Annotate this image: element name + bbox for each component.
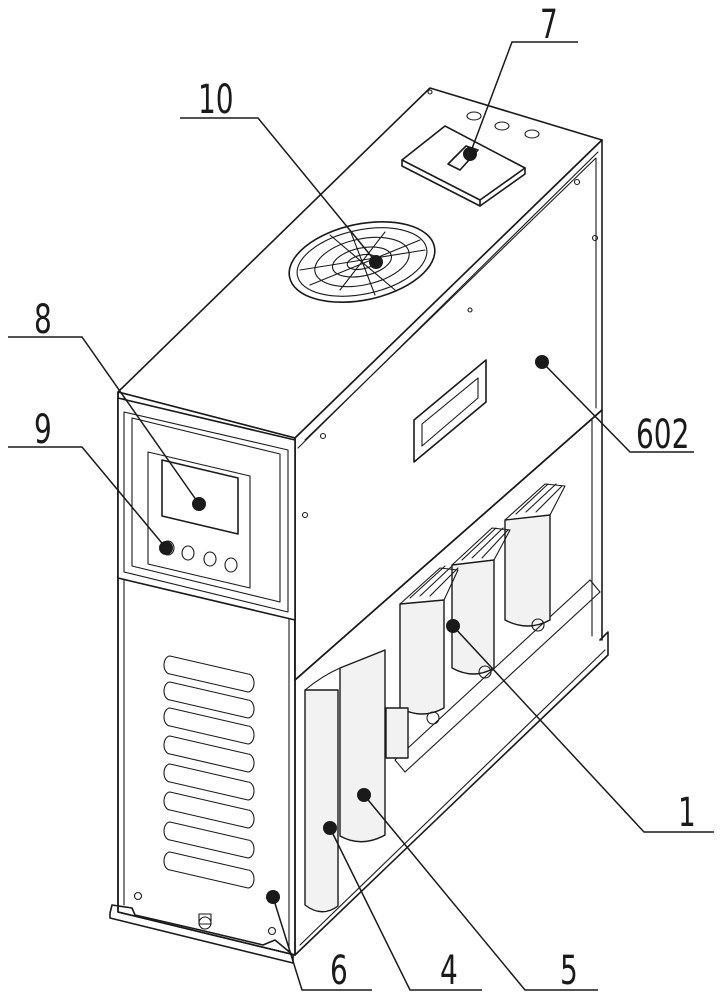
callout-8: 8	[8, 297, 200, 505]
callout-label-5: 5	[560, 948, 578, 994]
control-panel	[117, 397, 296, 621]
callout-label-1: 1	[678, 790, 696, 836]
callout-6: 6	[272, 896, 372, 994]
callout-label-8: 8	[34, 297, 52, 343]
callout-label-7: 7	[540, 2, 558, 48]
panel-button-4	[224, 557, 238, 573]
callout-1: 1	[452, 625, 714, 836]
callout-label-9: 9	[34, 407, 52, 453]
callout-5: 5	[363, 794, 598, 994]
callout-label-602: 602	[636, 412, 689, 458]
callout-10: 10	[180, 77, 377, 263]
callout-7: 7	[469, 2, 578, 155]
vent-slots	[163, 655, 255, 889]
callout-9: 9	[8, 407, 167, 549]
panel-button-2	[181, 545, 195, 561]
callout-label-10: 10	[198, 77, 234, 123]
display-screen	[161, 459, 239, 535]
side-handle	[413, 359, 487, 463]
transformer-coils	[385, 483, 566, 759]
callout-602: 602	[541, 361, 694, 458]
panel-button-3	[203, 551, 217, 567]
callout-4: 4	[329, 827, 482, 994]
callout-label-4: 4	[440, 948, 458, 994]
top-socket-plate	[401, 111, 540, 207]
callout-label-6: 6	[330, 948, 348, 994]
